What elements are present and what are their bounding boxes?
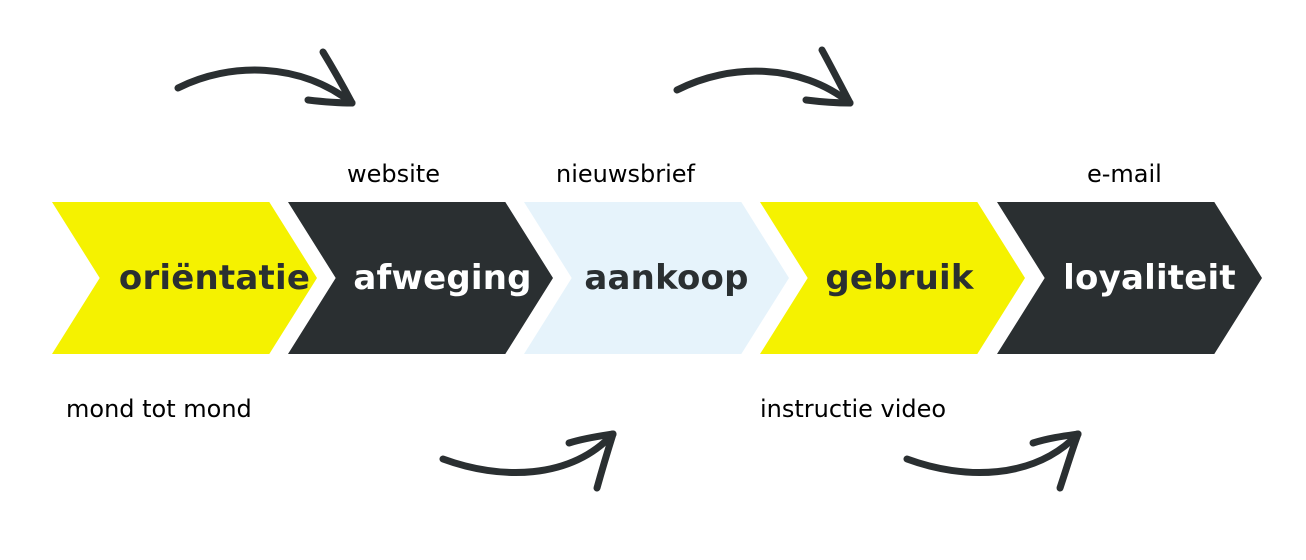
stage-label: oriëntatie (118, 258, 311, 298)
channel-label-instructie-video: instructie video (760, 395, 947, 423)
stage-label: aankoop (584, 258, 749, 298)
channel-label-email: e-mail (1087, 160, 1162, 188)
channel-label-website: website (347, 160, 440, 188)
stage-label: loyaliteit (1063, 258, 1236, 298)
curved-arrow-icon (439, 430, 617, 492)
channel-label-mond-tot-mond: mond tot mond (66, 395, 252, 423)
stage-label: gebruik (825, 258, 974, 298)
stage-label: afweging (353, 258, 532, 298)
curved-arrow-icon (673, 46, 854, 107)
channel-label-nieuwsbrief: nieuwsbrief (556, 160, 695, 188)
curved-arrow-icon (903, 430, 1082, 492)
curved-arrow-icon (174, 48, 356, 107)
